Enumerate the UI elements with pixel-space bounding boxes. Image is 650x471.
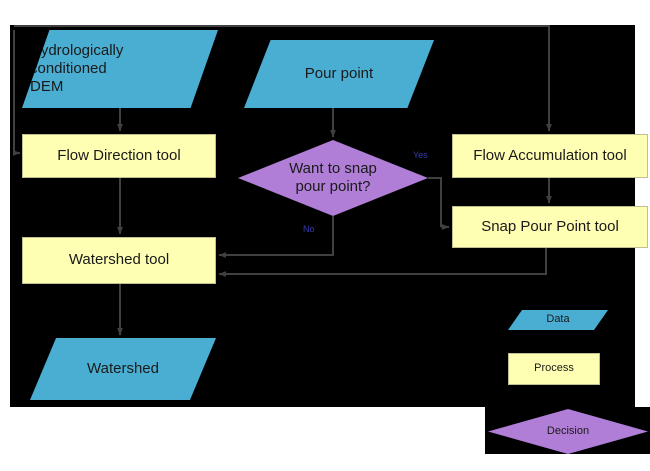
edge-label-yes: Yes	[413, 150, 428, 160]
node-watershed-tool[interactable]: Watershed tool	[22, 237, 216, 284]
legend-label: Process	[534, 362, 574, 375]
node-label: Flow Direction tool	[57, 146, 181, 164]
edge-decision-yes-path	[428, 177, 442, 227]
node-flow-direction-tool[interactable]: Flow Direction tool	[22, 134, 216, 178]
edge-snappour-to-watershed-path	[224, 248, 547, 275]
edge-dem-to-flowacc	[14, 25, 553, 132]
node-label: Watershed tool	[68, 251, 170, 269]
legend-label: Decision	[546, 424, 590, 437]
node-label: Flow Accumulation tool	[473, 146, 627, 164]
legend-item-data: Data	[508, 310, 608, 330]
node-label: Want to snap pour point?	[289, 159, 377, 195]
node-label: Snap Pour Point tool	[481, 217, 619, 235]
node-snap-pour-point-tool[interactable]: Snap Pour Point tool	[452, 206, 648, 248]
node-pour-point[interactable]: Pour point	[244, 40, 434, 108]
node-watershed-output[interactable]: Watershed	[30, 338, 216, 400]
node-hydrologically-conditioned-dem[interactable]: Hydrologically conditioned DEM	[22, 30, 218, 108]
node-label: Watershed	[87, 359, 159, 377]
edge-decision-no-path	[224, 216, 334, 256]
edge-label-no: No	[303, 224, 315, 234]
legend-item-process: Process	[508, 353, 600, 385]
node-label: Pour point	[304, 64, 374, 82]
node-flow-accumulation-tool[interactable]: Flow Accumulation tool	[452, 134, 648, 178]
legend-label: Data	[546, 313, 570, 326]
node-label: Hydrologically conditioned DEM	[30, 41, 124, 96]
